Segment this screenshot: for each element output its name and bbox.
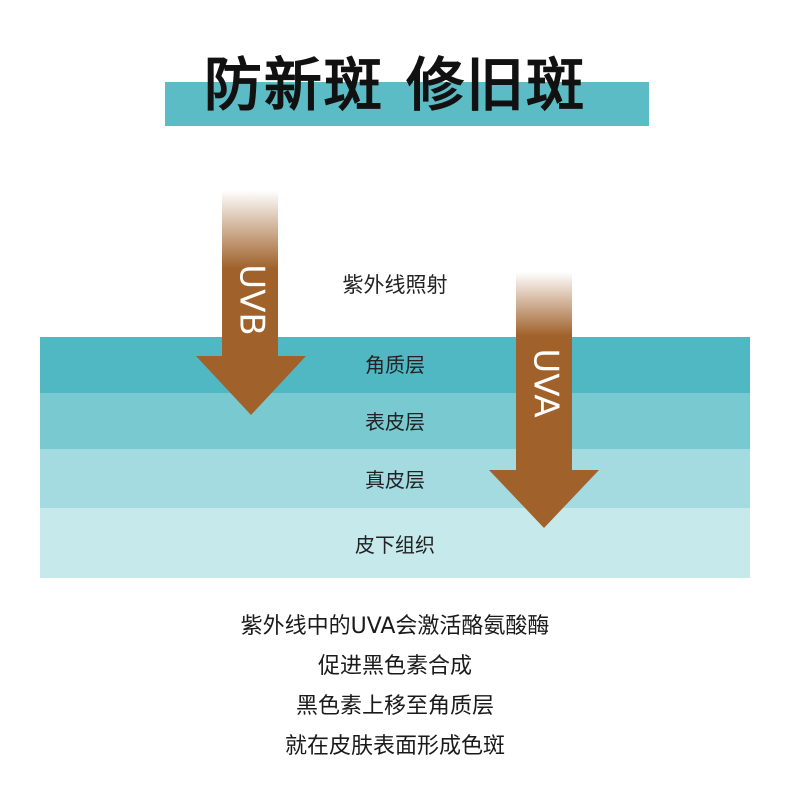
uv-radiation-caption: 紫外线照射 [343, 273, 448, 297]
explanation-line-3: 黑色素上移至角质层 [295, 694, 494, 719]
layer-subcutaneous [40, 508, 750, 578]
layer-epidermis [40, 393, 750, 449]
layer-label-stratum-corneum: 角质层 [365, 353, 425, 377]
explanation-line-2: 促进黑色素合成 [317, 654, 472, 679]
layer-stratum-corneum [40, 337, 750, 393]
layer-dermis [40, 449, 750, 508]
title-highlight-band [165, 82, 649, 126]
explanation-line-1: 紫外线中的UVA会激活酪氨酸酶 [240, 614, 550, 639]
layer-label-subcutaneous: 皮下组织 [355, 533, 435, 557]
layer-label-dermis: 真皮层 [365, 468, 425, 492]
page-title: 防新斑 修旧斑 [203, 51, 587, 119]
layer-label-epidermis: 表皮层 [365, 410, 425, 434]
explanation-line-4: 就在皮肤表面形成色斑 [284, 734, 505, 759]
uvb-arrow [196, 190, 306, 415]
uva-arrow-label: UVA [526, 348, 566, 417]
uva-arrow [489, 272, 599, 528]
uvb-arrow-label: UVB [232, 264, 272, 335]
